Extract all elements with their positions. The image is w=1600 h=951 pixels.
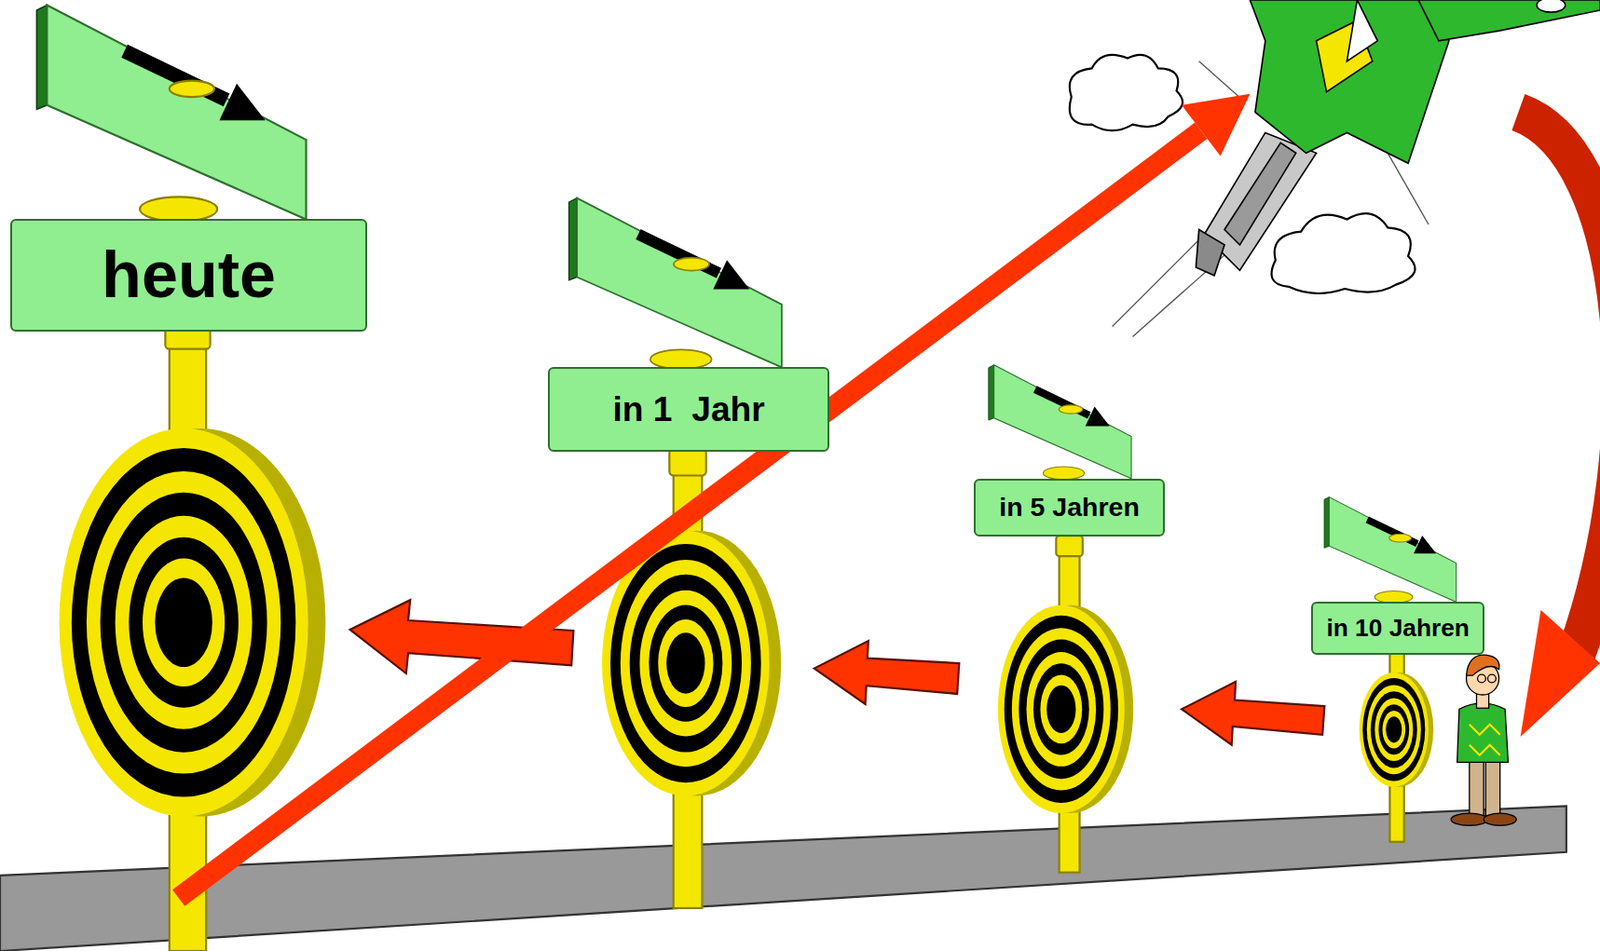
street-sign: heute <box>10 218 368 331</box>
sign-label: in 5 Jahren <box>998 492 1139 522</box>
sign-label: in 10 Jahren <box>1326 615 1469 643</box>
street-sign: in 5 Jahren <box>973 478 1165 537</box>
sign-label: heute <box>101 239 276 312</box>
sign-label: in 1 Jahr <box>612 390 765 429</box>
street-sign: in 10 Jahren <box>1311 601 1485 656</box>
street-sign: in 1 Jahr <box>547 367 830 452</box>
